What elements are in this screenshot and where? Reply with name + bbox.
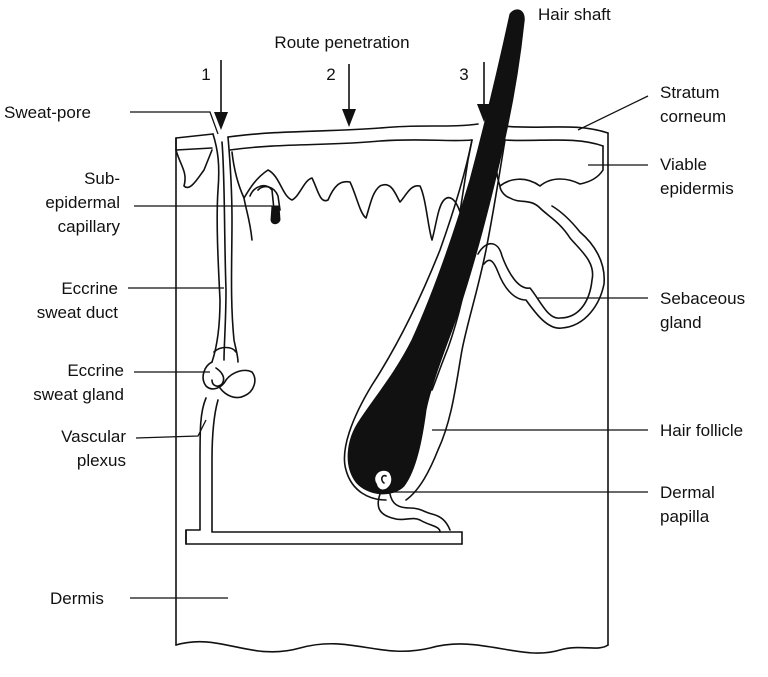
label-stratum-corneum-line1: Stratum	[660, 83, 720, 102]
label-dermis: Dermis	[50, 589, 104, 608]
leader-sweat-pore	[130, 112, 218, 134]
label-eccrine-duct-line1: Eccrine	[61, 279, 118, 298]
label-hair-follicle: Hair follicle	[660, 421, 743, 440]
epidermis-boundary-right	[497, 140, 603, 186]
text-labels: Route penetration 1 2 3 Hair shaft Sweat…	[4, 5, 745, 608]
label-vascular-plexus-line1: Vascular	[61, 427, 126, 446]
route-label-3: 3	[459, 65, 468, 84]
label-sebaceous-line2: gland	[660, 313, 702, 332]
label-subepidermal-line1: Sub-	[84, 169, 120, 188]
label-stratum-corneum-line2: corneum	[660, 107, 726, 126]
label-eccrine-gland-line1: Eccrine	[67, 361, 124, 380]
label-subepidermal-line2: epidermal	[45, 193, 120, 212]
label-eccrine-gland-line2: sweat gland	[33, 385, 124, 404]
sweat-duct-inner-line	[222, 142, 226, 360]
label-dermal-papilla-line2: papilla	[660, 507, 710, 526]
dermal-papilla-structure	[374, 470, 450, 532]
leader-lines	[128, 96, 648, 598]
route-arrow-1	[214, 60, 228, 130]
label-sweat-pore: Sweat-pore	[4, 103, 91, 122]
label-sebaceous-line1: Sebaceous	[660, 289, 745, 308]
leader-stratum-corneum	[578, 96, 648, 130]
label-eccrine-duct-line2: sweat duct	[37, 303, 119, 322]
dermal-papilla	[374, 470, 392, 490]
label-hair-shaft: Hair shaft	[538, 5, 611, 24]
sweat-duct-right-wall	[228, 137, 238, 362]
eccrine-sweat-system	[203, 134, 255, 398]
epidermis-boundary-left	[176, 150, 212, 187]
sweat-gland-coil	[203, 348, 255, 398]
sweat-gland-loop	[212, 368, 224, 386]
label-viable-epidermis-line2: epidermis	[660, 179, 734, 198]
sebaceous-gland-structure	[478, 186, 604, 328]
label-vascular-plexus-line2: plexus	[77, 451, 126, 470]
route-penetration-title: Route penetration	[274, 33, 409, 52]
label-dermal-papilla-line1: Dermal	[660, 483, 715, 502]
hair-shaft	[348, 10, 524, 494]
stratum-corneum-layer	[176, 124, 608, 150]
sebaceous-gland-inner	[484, 206, 604, 328]
sweat-duct-left-wall	[212, 134, 220, 362]
leader-vascular-plexus	[136, 420, 206, 438]
capillary-tip	[271, 206, 280, 224]
stratum-corneum-outer	[176, 124, 608, 138]
subepidermal-capillary	[244, 186, 280, 240]
papilla-vessel	[378, 494, 450, 532]
stratum-corneum-inner	[176, 140, 603, 150]
label-subepidermal-line3: capillary	[58, 217, 121, 236]
skin-block-bottom-edge	[176, 642, 608, 653]
route-arrow-2	[342, 64, 356, 127]
label-viable-epidermis-line1: Viable	[660, 155, 707, 174]
route-label-1: 1	[201, 65, 210, 84]
viable-epidermis-layer	[176, 140, 603, 240]
epidermis-boundary-middle	[232, 140, 472, 240]
route-label-2: 2	[326, 65, 335, 84]
